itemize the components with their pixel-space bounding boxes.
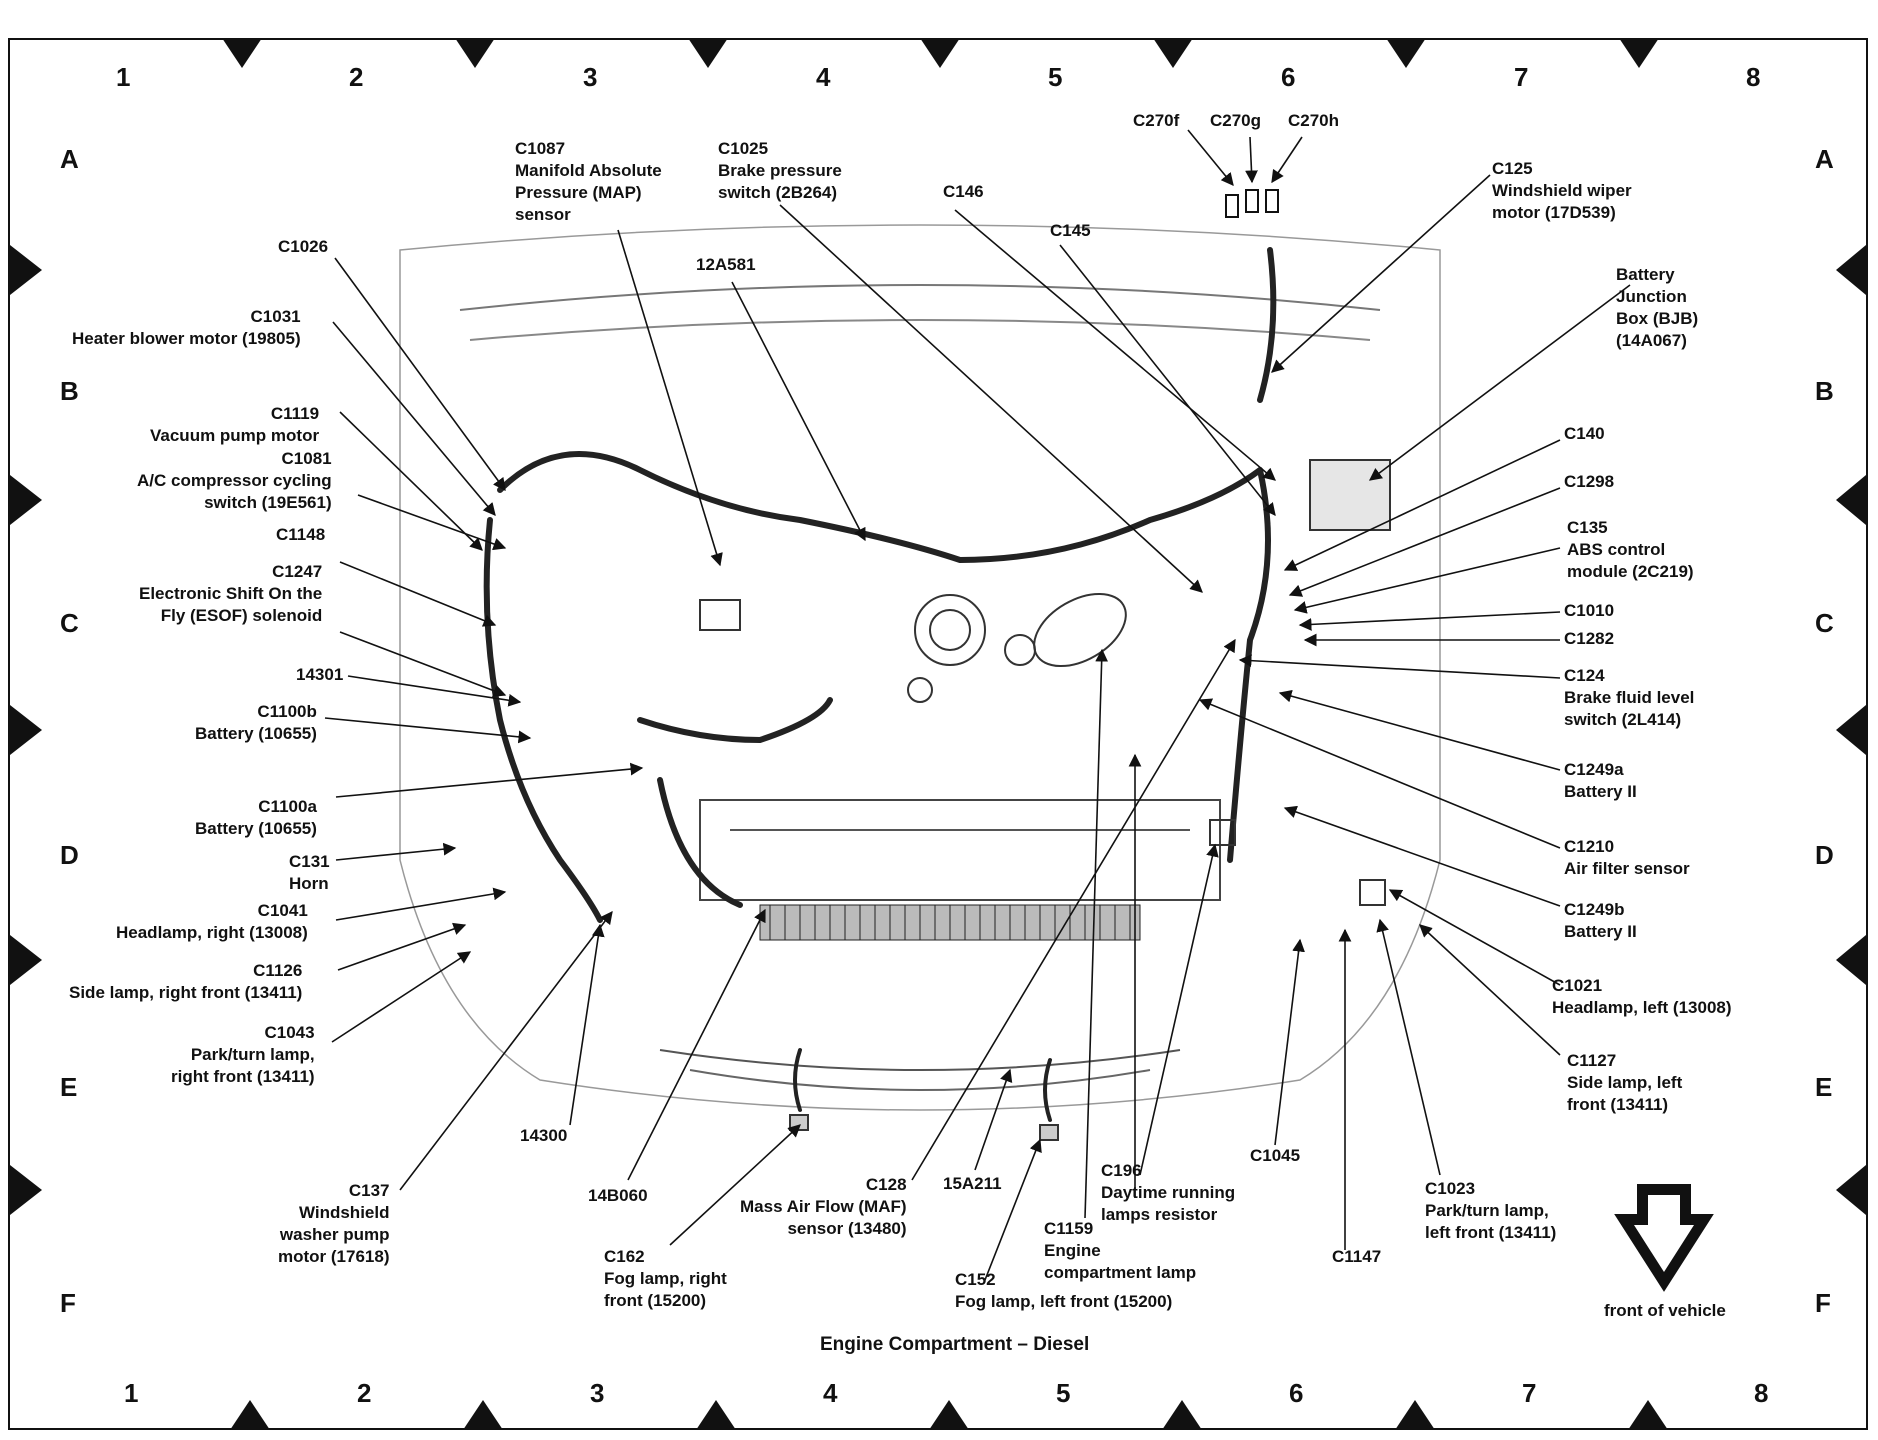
callout-c162: C162 Fog lamp, right front (15200) [604,1247,727,1310]
row-label-c-right: C [1815,608,1834,638]
callout-c270h: C270h [1288,111,1340,130]
callout-c1126: C1126 Side lamp, right front (13411) [69,961,303,1002]
leader-lines [324,129,1631,1281]
callout-c1087: C1087 Manifold Absolute Pressure (MAP) s… [515,139,662,224]
col-label-8: 8 [1746,62,1761,92]
row-label-d-right: D [1815,840,1834,870]
callout-12a581: 12A581 [696,255,756,274]
col-label-8-bottom: 8 [1754,1378,1769,1408]
row-label-b: B [60,376,79,406]
callout-c1025: C1025 Brake pressure switch (2B264) [718,139,842,202]
col-label-4: 4 [816,62,831,92]
callout-c1249a: C1249a Battery II [1564,760,1637,801]
callout-c1081: C1081 A/C compressor cycling switch (19E… [137,449,332,512]
callout-c140: C140 [1564,424,1605,443]
callout-c152: C152 Fog lamp, left front (15200) [955,1270,1173,1311]
front-arrow-icon [1614,1184,1714,1292]
row-label-f-right: F [1815,1288,1831,1318]
row-label-a: A [60,144,79,174]
border-markers [10,38,1866,1430]
col-label-2-bottom: 2 [357,1378,372,1408]
callout-c145: C145 [1050,221,1091,240]
col-label-3-bottom: 3 [590,1378,605,1408]
callout-c270f: C270f [1133,111,1180,130]
row-label-b-right: B [1815,376,1834,406]
wiring-harness [483,247,1277,1122]
callout-c1023: C1023 Park/turn lamp, left front (13411) [1425,1179,1557,1242]
col-label-7: 7 [1514,62,1529,92]
callout-c146: C146 [943,182,984,201]
col-label-2: 2 [349,62,364,92]
col-label-1-bottom: 1 [124,1378,139,1408]
col-label-5: 5 [1048,62,1063,92]
col-label-6: 6 [1281,62,1296,92]
callout-c131: C131 Horn [289,852,330,893]
col-label-7-bottom: 7 [1522,1378,1537,1408]
callout-c1282: C1282 [1564,629,1615,648]
callout-c1210: C1210 Air filter sensor [1564,837,1690,878]
callout-c135: C135 ABS control module (2C219) [1567,518,1694,581]
col-label-4-bottom: 4 [823,1378,838,1408]
callout-14301: 14301 [296,665,344,684]
c270-connectors [1225,189,1279,218]
callout-c1100b: C1100b Battery (10655) [195,702,317,743]
row-label-e-right: E [1815,1072,1833,1102]
row-label-f: F [60,1288,76,1318]
diagram-title: Engine Compartment – Diesel [820,1334,1090,1355]
col-label-3: 3 [583,62,598,92]
row-label-c: C [60,608,79,638]
callout-c1159: C1159 Engine compartment lamp [1044,1219,1197,1282]
callout-c125: C125 Windshield wiper motor (17D539) [1492,159,1632,222]
callout-c1045: C1045 [1250,1146,1301,1165]
callout-c1249b: C1249b Battery II [1564,900,1637,941]
callout-c124: C124 Brake fluid level switch (2L414) [1564,666,1695,729]
callout-bjb: Battery Junction Box (BJB) (14A067) [1616,265,1699,350]
engine-components [699,459,1391,1141]
col-label-5-bottom: 5 [1056,1378,1071,1408]
front-of-vehicle-label: front of vehicle [1604,1301,1726,1320]
row-label-a-right: A [1815,144,1834,174]
callout-c1026: C1026 [278,237,329,256]
callout-14300: 14300 [520,1126,568,1145]
callout-c1010: C1010 [1564,601,1615,620]
callout-c1119: C1119 Vacuum pump motor [150,404,320,445]
callout-c196: C196 Daytime running lamps resistor [1101,1161,1236,1224]
radiator-grille [759,904,1141,941]
callout-c1298: C1298 [1564,472,1615,491]
callout-c128: C128 Mass Air Flow (MAF) sensor (13480) [740,1175,907,1238]
callout-c1247: C1247 Electronic Shift On the Fly (ESOF)… [139,562,323,625]
callout-c137: C137 Windshield washer pump motor (17618… [278,1181,390,1266]
callout-14b060: 14B060 [588,1186,648,1205]
callout-c1148: C1148 [276,525,326,544]
callout-c1043: C1043 Park/turn lamp, right front (13411… [171,1023,315,1086]
callout-15a211: 15A211 [943,1174,1002,1193]
col-label-6-bottom: 6 [1289,1378,1304,1408]
row-label-e: E [60,1072,78,1102]
col-label-1: 1 [116,62,131,92]
callout-c1041: C1041 Headlamp, right (13008) [116,901,308,942]
callout-c270g: C270g [1210,111,1262,130]
engine-bay-outline [399,224,1441,1111]
callout-c1021: C1021 Headlamp, left (13008) [1552,976,1732,1017]
callout-c1147: C1147 [1332,1247,1382,1266]
row-label-d: D [60,840,79,870]
callout-c1127: C1127 Side lamp, left front (13411) [1567,1051,1683,1114]
callout-c1031: C1031 Heater blower motor (19805) [72,307,301,348]
callout-c1100a: C1100a Battery (10655) [195,797,317,838]
